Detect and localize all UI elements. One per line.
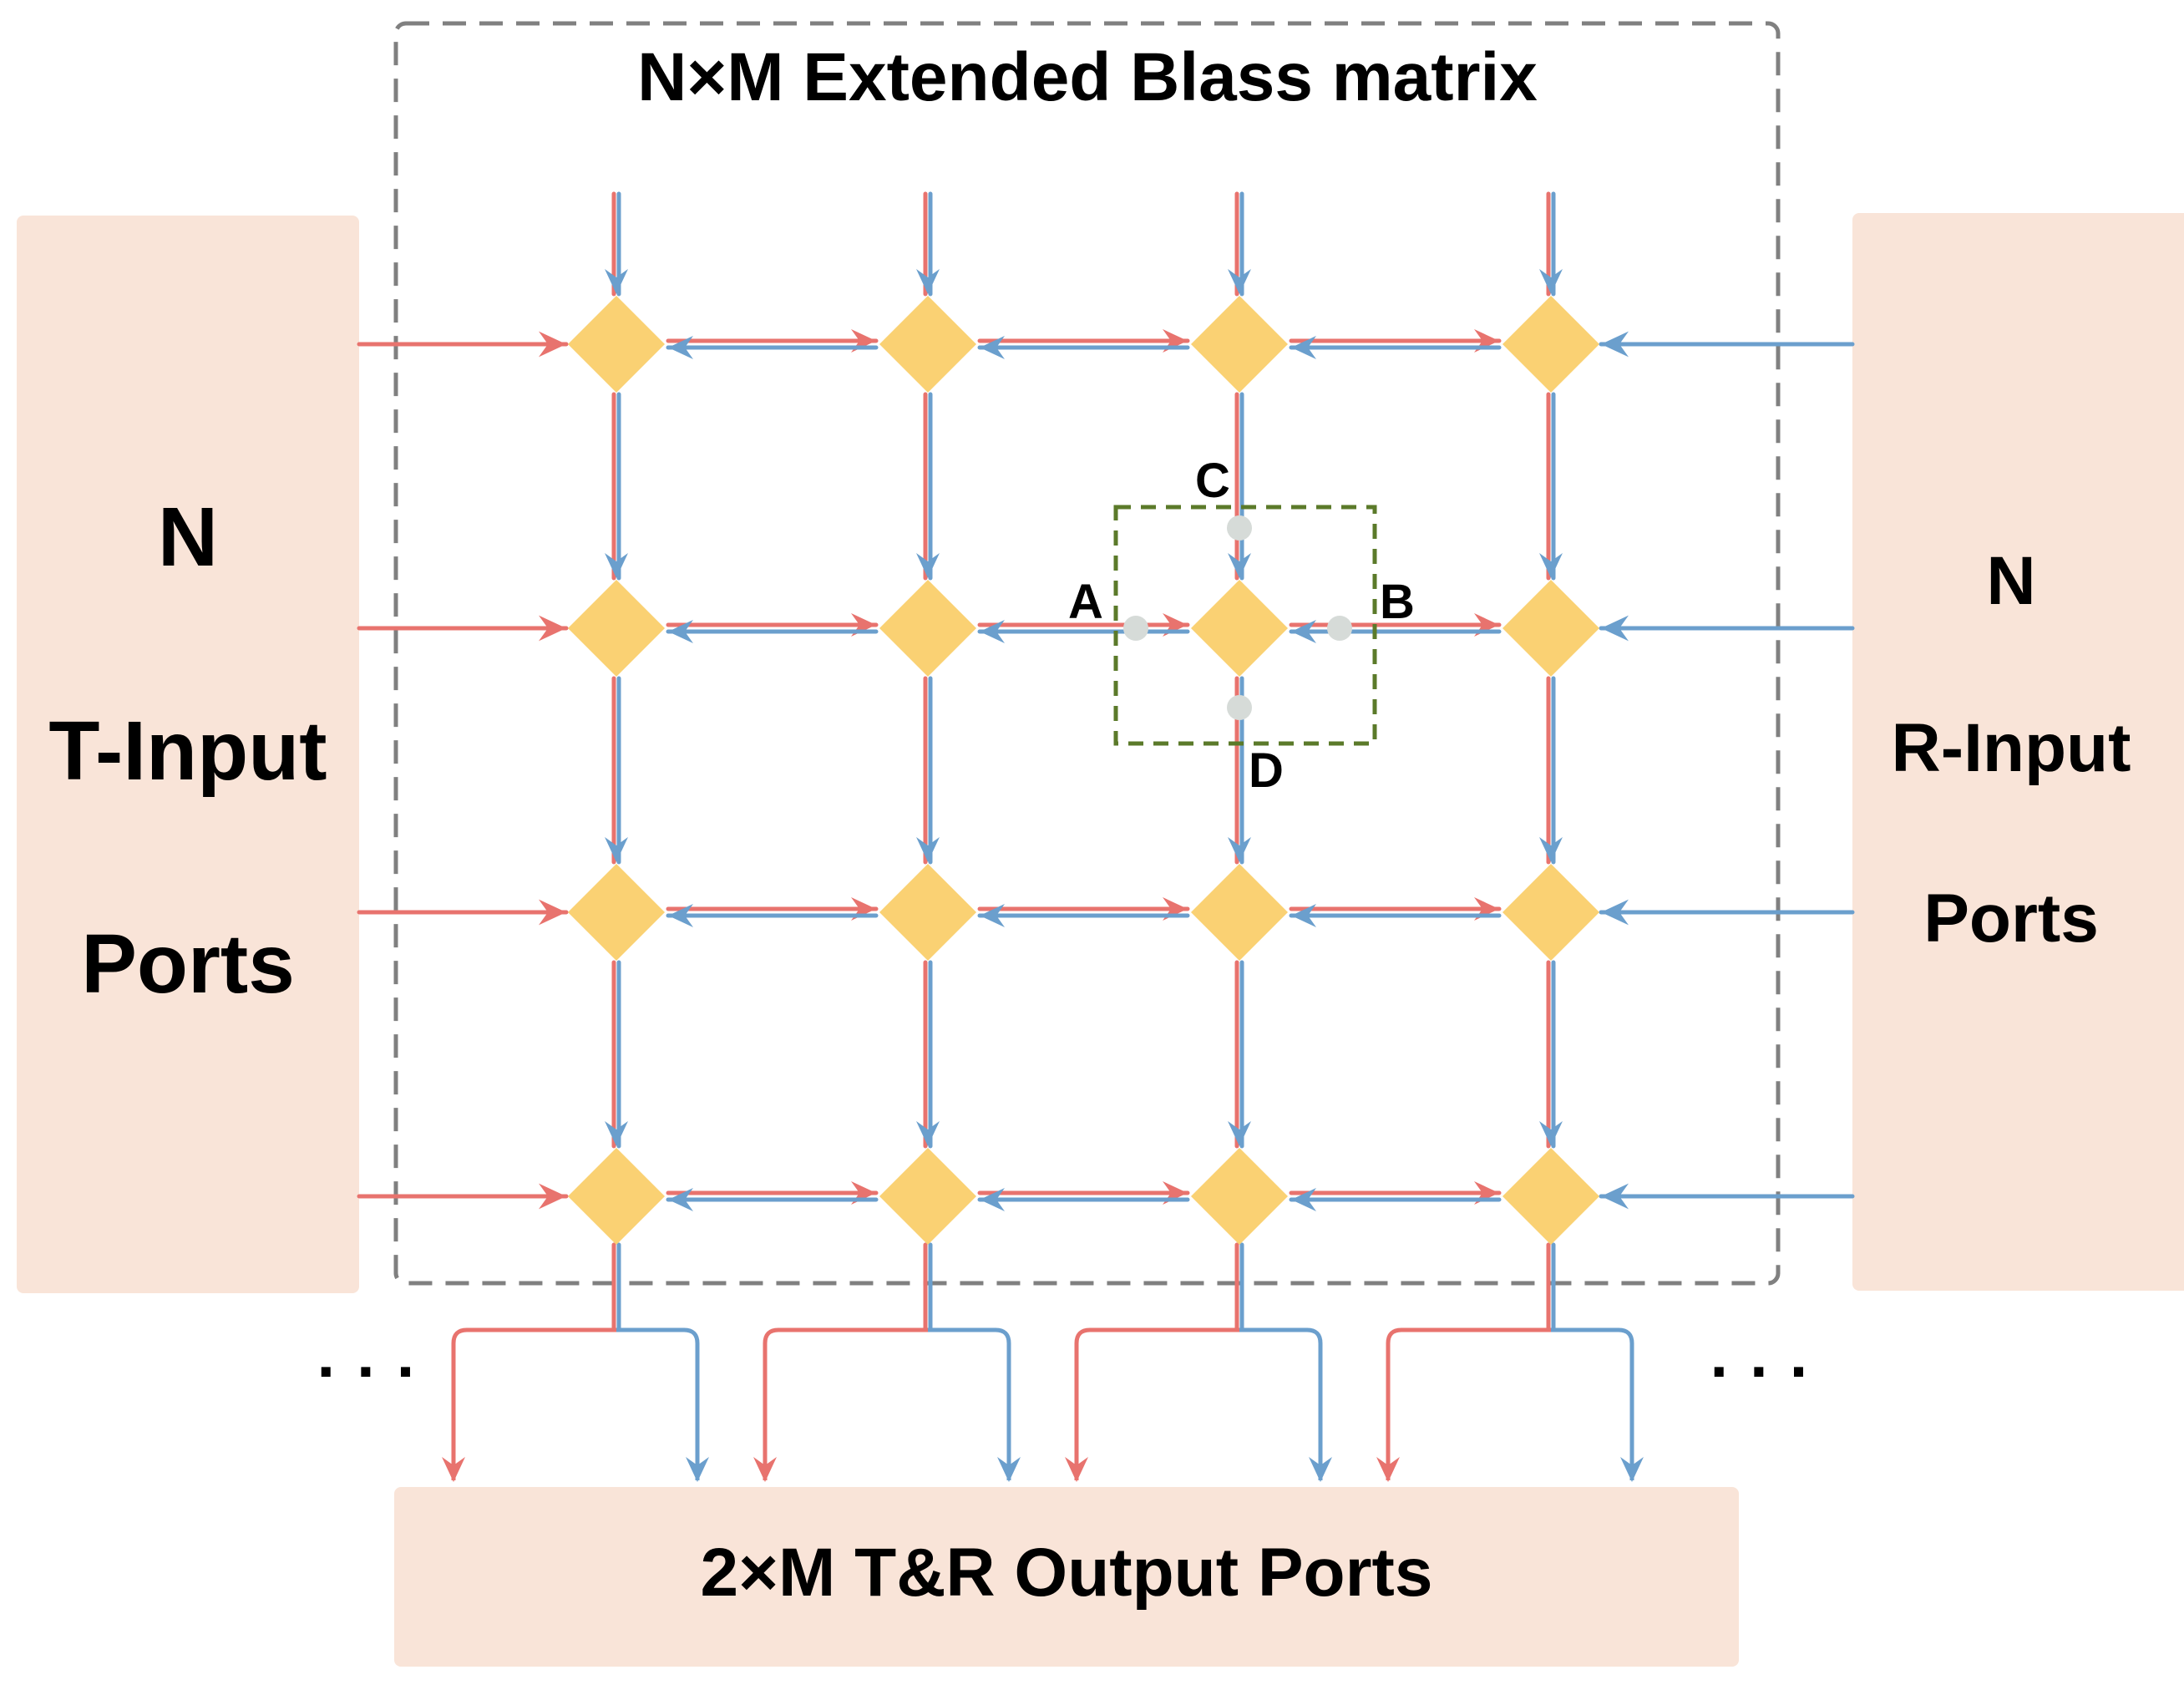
t-panel-title: T-Input [48,704,327,798]
node-layer [568,296,1599,1245]
diamond-node-icon [1191,1148,1288,1245]
r-panel-count: N [1986,543,2035,619]
port-dot-icon [1227,515,1252,541]
arrow-head-icon [1309,1457,1332,1482]
matrix-frame [393,21,1781,1286]
output-panel-label: 2×M T&R Output Ports [701,1535,1433,1611]
arrow-head-icon [1291,904,1316,927]
diamond-node-icon [879,296,976,393]
arrow-head-icon [442,1457,465,1482]
output-panel [394,1487,1739,1667]
arrow-head-icon [980,1188,1005,1211]
diamond-node-icon [1502,296,1599,393]
diamond-node-icon [1502,580,1599,677]
diamond-node-icon [1191,296,1288,393]
port-dot-icon [1123,616,1148,641]
wire-layer [357,191,1855,1482]
r-output-branch [1239,1327,1323,1480]
highlight-box [1113,505,1377,746]
arrow-head-icon [668,904,693,927]
arrow-head-icon [1539,1121,1563,1146]
arrow-head-icon [668,620,693,643]
arrow-head-icon [916,553,940,578]
arrow-head-icon [539,331,566,358]
arrow-head-icon [539,1183,566,1210]
port-dot-icon [1227,695,1252,720]
arrow-head-icon [1620,1457,1644,1482]
arrow-head-icon [916,269,940,294]
arrow-head-icon [1291,1188,1316,1211]
diamond-node-icon [568,580,665,677]
arrow-head-icon [1228,837,1251,862]
ellipsis-left: · · · [317,1334,418,1408]
arrow-head-icon [605,553,628,578]
arrow-head-icon [980,336,1005,359]
t-output-branch [1074,1327,1239,1480]
arrow-head-icon [1601,331,1629,358]
t-panel-subtitle: Ports [81,917,295,1011]
arrow-head-icon [1601,1183,1629,1210]
arrow-head-icon [539,615,566,642]
arrow-head-icon [1376,1457,1400,1482]
arrow-head-icon [1601,615,1629,642]
diamond-node-icon [879,864,976,961]
r-output-branch [1551,1327,1634,1480]
diamond-node-icon [568,1148,665,1245]
diamond-node-icon [1191,580,1288,677]
diamond-node-icon [879,1148,976,1245]
arrow-head-icon [668,336,693,359]
node-label-c: C [1195,454,1230,508]
arrow-head-icon [605,837,628,862]
diagram-title: N×M Extended Blass matrix [637,39,1538,115]
node-label-a: A [1068,575,1103,629]
arrow-head-icon [997,1457,1021,1482]
r-panel-subtitle: Ports [1923,881,2099,957]
arrow-head-icon [980,904,1005,927]
r-output-branch [616,1327,700,1480]
arrow-head-icon [1228,553,1251,578]
r-output-branch [928,1327,1011,1480]
arrow-head-icon [980,620,1005,643]
diamond-node-icon [1191,864,1288,961]
t-output-branch [1386,1327,1551,1480]
t-output-branch [451,1327,616,1480]
node-label-b: B [1380,575,1415,629]
arrow-head-icon [1539,553,1563,578]
diamond-node-icon [879,580,976,677]
arrow-head-icon [1539,837,1563,862]
r-input-panel [1852,213,2184,1291]
port-dot-layer [1123,515,1352,720]
arrow-head-icon [668,1188,693,1211]
diamond-node-icon [568,864,665,961]
arrow-head-icon [686,1457,709,1482]
port-dot-icon [1327,616,1352,641]
arrow-head-icon [1228,269,1251,294]
t-panel-count: N [158,490,218,584]
diamond-node-icon [1502,1148,1599,1245]
node-label-d: D [1249,744,1284,798]
arrow-head-icon [1291,336,1316,359]
t-input-panel [17,216,359,1293]
arrow-head-icon [1065,1457,1088,1482]
arrow-head-icon [539,899,566,926]
diamond-node-icon [568,296,665,393]
arrow-head-icon [1228,1121,1251,1146]
arrow-head-icon [1291,620,1316,643]
arrow-head-icon [1539,269,1563,294]
arrow-head-icon [1601,899,1629,926]
arrow-head-icon [916,1121,940,1146]
r-panel-title: R-Input [1892,710,2131,786]
ellipsis-right: · · · [1710,1334,1811,1408]
arrow-head-icon [605,1121,628,1146]
t-output-branch [763,1327,928,1480]
arrow-head-icon [753,1457,777,1482]
arrow-head-icon [605,269,628,294]
arrow-head-icon [916,837,940,862]
diamond-node-icon [1502,864,1599,961]
